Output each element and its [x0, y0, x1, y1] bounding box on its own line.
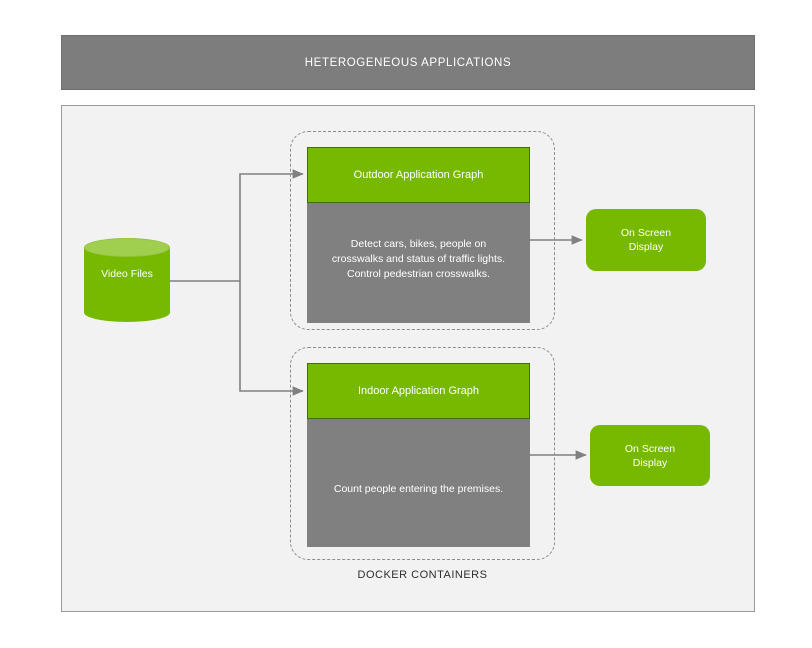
outdoor-body-line-3: Control pedestrian crosswalks.: [347, 268, 490, 280]
video-files-label: Video Files: [101, 268, 153, 280]
indoor-card-title: Indoor Application Graph: [357, 385, 480, 397]
outdoor-card-title: Outdoor Application Graph: [353, 169, 484, 181]
indoor-card-body: Count people entering the premises.: [307, 419, 530, 547]
page-title: HETEROGENEOUS APPLICATIONS: [304, 56, 512, 69]
cylinder-bottom-ellipse: [84, 303, 170, 322]
indoor-card-header[interactable]: Indoor Application Graph: [307, 363, 530, 419]
osd-outdoor-line-2: Display: [628, 241, 664, 253]
on-screen-display-indoor[interactable]: On Screen Display: [590, 425, 710, 486]
outdoor-body-line-2: crosswalks and status of traffic lights.: [331, 253, 506, 265]
osd-outdoor-line-1: On Screen: [620, 227, 672, 239]
cylinder-top-ellipse: [84, 238, 170, 257]
osd-indoor-line-1: On Screen: [624, 442, 676, 455]
video-files-datastore[interactable]: Video Files: [84, 238, 170, 322]
outdoor-card-body: Detect cars, bikes, people on crosswalks…: [307, 203, 530, 323]
on-screen-display-outdoor[interactable]: On Screen Display: [586, 209, 706, 271]
indoor-application-card[interactable]: Indoor Application Graph Count people en…: [307, 363, 530, 547]
osd-indoor-line-2: Display: [632, 456, 668, 469]
indoor-body-line-1: Count people entering the premises.: [333, 483, 504, 495]
outdoor-body-line-1: Detect cars, bikes, people on: [350, 238, 487, 250]
outdoor-application-card[interactable]: Outdoor Application Graph Detect cars, b…: [307, 147, 530, 323]
header-bar: HETEROGENEOUS APPLICATIONS: [61, 35, 755, 90]
docker-containers-label: DOCKER CONTAINERS: [357, 569, 488, 581]
docker-container-indoor: [290, 347, 555, 560]
docker-container-outdoor: [290, 131, 555, 330]
outdoor-card-header[interactable]: Outdoor Application Graph: [307, 147, 530, 203]
cylinder-body: [84, 247, 170, 313]
